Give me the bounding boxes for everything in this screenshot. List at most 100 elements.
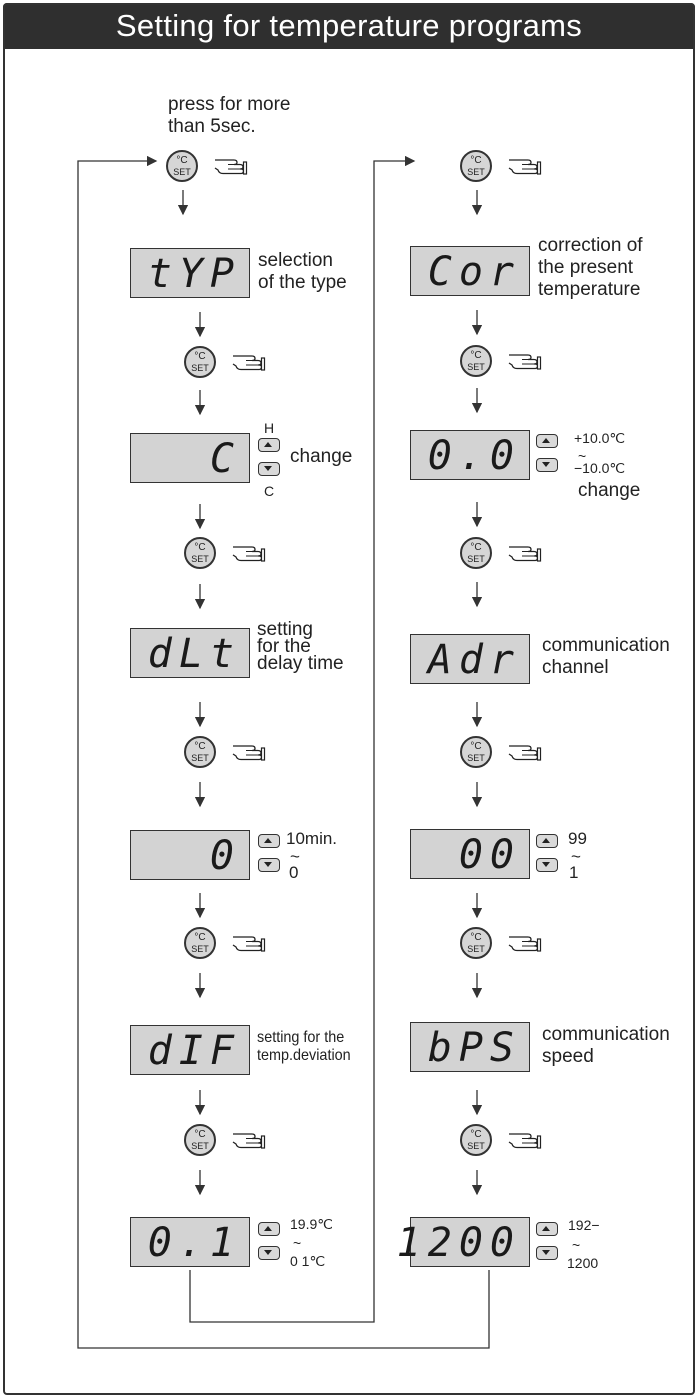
step-label: change	[290, 447, 352, 467]
pointing-hand-icon	[508, 936, 542, 952]
range-min: −10.0℃	[574, 460, 626, 476]
lcd-readout: Adr	[427, 637, 521, 683]
lcd-readout: 0	[209, 833, 241, 879]
down-arrow-button[interactable]	[536, 858, 558, 872]
down-arrow-button[interactable]	[536, 1246, 558, 1260]
range-max: +10.0℃	[574, 430, 626, 446]
lcd-readout: C	[209, 436, 241, 482]
step-label-line: change	[290, 446, 353, 467]
down-arrow-button[interactable]	[258, 1246, 280, 1260]
pointing-hand-icon	[508, 1133, 542, 1149]
range-tilde: ~	[572, 1237, 581, 1253]
lcd-readout: dIF	[147, 1028, 241, 1074]
step-label-line: speed	[542, 1046, 594, 1067]
lcd-readout: 1200	[396, 1220, 521, 1266]
set-button-label: SET	[467, 362, 485, 372]
lcd-display: 0	[130, 830, 250, 880]
degree-icon: °C	[194, 1129, 206, 1140]
degree-icon: °C	[194, 932, 206, 943]
range-tilde: ~	[290, 847, 300, 866]
up-arrow-button[interactable]	[258, 834, 280, 848]
lcd-display: tYP	[130, 248, 250, 298]
set-button-label: SET	[467, 753, 485, 763]
range-min: C	[264, 483, 275, 499]
range-min: 1	[569, 863, 579, 882]
step-label-line: setting	[257, 619, 313, 640]
lcd-display: 0.0	[410, 430, 530, 480]
lcd-display: Adr	[410, 634, 530, 684]
step-label-line: of the type	[258, 272, 347, 293]
diagram-frame	[3, 3, 695, 1395]
press-note-line: than 5sec.	[168, 116, 256, 137]
down-arrow-button[interactable]	[258, 462, 280, 476]
degree-icon: °C	[470, 1129, 482, 1140]
step-label-line: selection	[258, 250, 333, 271]
up-arrow-button[interactable]	[258, 438, 280, 452]
pointing-hand-icon	[508, 354, 542, 370]
lcd-display: Cor	[410, 246, 530, 296]
degree-icon: °C	[176, 155, 188, 166]
lcd-readout: 0.0	[427, 433, 521, 479]
pointing-hand-icon	[214, 159, 248, 175]
down-arrow-button[interactable]	[258, 858, 280, 872]
range-max: 19.9℃	[290, 1216, 333, 1232]
range-max: H	[264, 420, 275, 436]
step-label-line: change	[578, 480, 641, 501]
set-button-label: SET	[191, 554, 209, 564]
step-label-line: temperature	[538, 279, 641, 300]
step-label-line: for the	[257, 636, 311, 657]
press-note: press for more than 5sec.	[168, 94, 290, 138]
degree-icon: °C	[194, 741, 206, 752]
pointing-hand-icon	[508, 745, 542, 761]
lcd-display: 1200	[397, 1217, 530, 1267]
set-button-label: SET	[467, 554, 485, 564]
press-note-line: press for more	[168, 94, 291, 115]
step-label-line: correction of	[538, 235, 643, 256]
lcd-display: dLt	[130, 628, 250, 678]
set-button-label: SET	[467, 167, 485, 177]
up-arrow-button[interactable]	[536, 434, 558, 448]
lcd-readout: Cor	[427, 249, 521, 295]
step-label-line: the present	[538, 257, 634, 278]
range-max: 192−	[568, 1217, 600, 1233]
lcd-readout: dLt	[147, 631, 241, 677]
step-label: change	[578, 481, 640, 500]
step-label-line: setting for the	[257, 1029, 345, 1046]
step-label-line: temp.deviation	[257, 1047, 351, 1064]
set-button-label: SET	[191, 944, 209, 954]
range-tilde: ~	[578, 448, 587, 464]
lcd-display: dIF	[130, 1025, 250, 1075]
lcd-readout: 0.1	[147, 1220, 241, 1266]
loop-connector-return	[77, 155, 490, 1349]
up-arrow-button[interactable]	[536, 834, 558, 848]
down-arrow-button[interactable]	[536, 458, 558, 472]
pointing-hand-icon	[232, 1133, 266, 1149]
range-min: 0	[289, 863, 299, 882]
up-arrow-button[interactable]	[258, 1222, 280, 1236]
step-label-line: communication	[542, 1024, 670, 1045]
pointing-hand-icon	[508, 546, 542, 562]
pointing-hand-icon	[232, 745, 266, 761]
step-label-line: delay time	[257, 653, 344, 674]
pointing-hand-icon	[508, 159, 542, 175]
up-arrow-button[interactable]	[536, 1222, 558, 1236]
lcd-display: C	[130, 433, 250, 483]
pointing-hand-icon	[232, 355, 266, 371]
pointing-hand-icon	[232, 936, 266, 952]
